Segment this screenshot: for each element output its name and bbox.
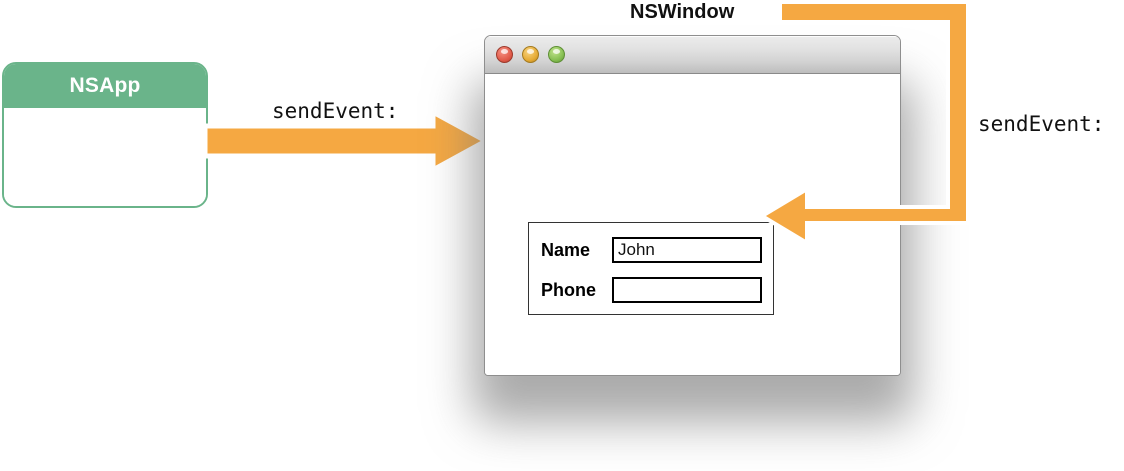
close-icon[interactable] [496, 46, 513, 63]
zoom-icon[interactable] [548, 46, 565, 63]
minimize-icon[interactable] [522, 46, 539, 63]
arrow-window-to-field [758, 0, 970, 247]
arrow-app-to-window [205, 108, 490, 174]
send-event-label-left: sendEvent: [272, 99, 399, 123]
phone-input[interactable] [612, 277, 762, 303]
nsapp-header-label: NSApp [4, 64, 206, 108]
form-row-name: Name John [541, 237, 762, 263]
nsapp-body [4, 108, 206, 206]
name-input[interactable]: John [612, 237, 762, 263]
send-event-label-right: sendEvent: [978, 112, 1105, 136]
phone-label: Phone [541, 279, 597, 300]
window-titlebar[interactable] [485, 36, 900, 74]
form-row-phone: Phone [541, 277, 762, 303]
traffic-light-group [496, 46, 565, 63]
form-container: Name John Phone [528, 222, 774, 315]
nswindow-title-label: NSWindow [630, 1, 735, 23]
name-label: Name [541, 239, 591, 260]
nsapp-box: NSApp [2, 62, 208, 208]
